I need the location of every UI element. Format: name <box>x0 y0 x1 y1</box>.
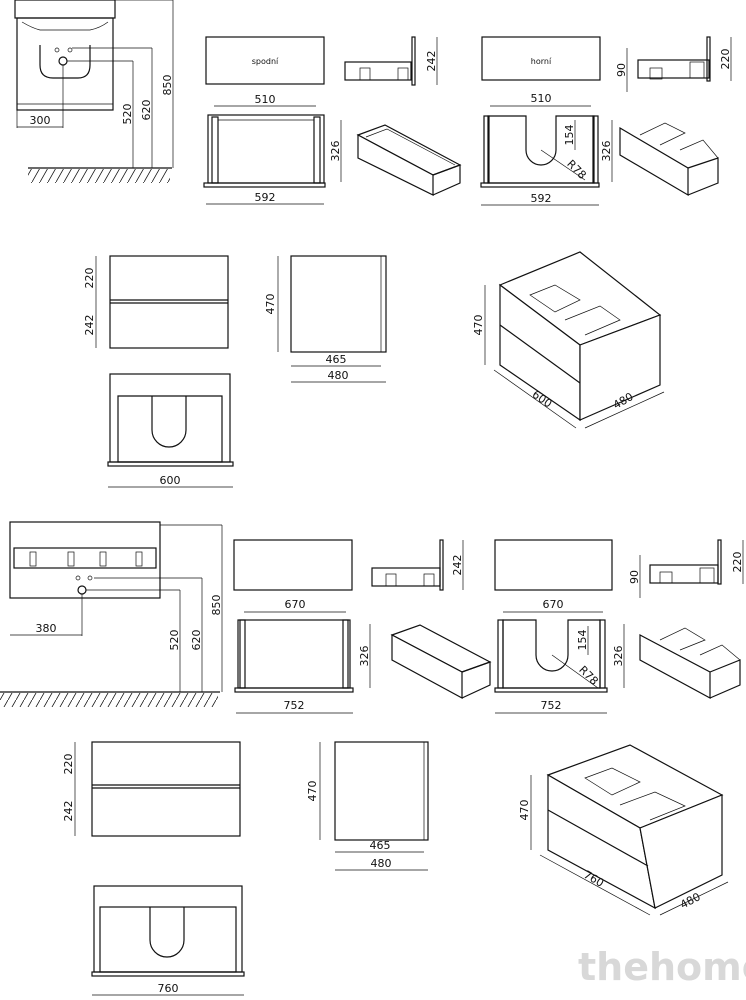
label-spodni: spodní <box>252 57 279 66</box>
dim-850: 850 <box>161 75 174 96</box>
dim-r78: R78 <box>564 157 588 181</box>
dim-242: 242 <box>451 555 464 576</box>
dim-r78: R78 <box>576 663 600 687</box>
dim-470: 470 <box>264 294 277 315</box>
drawer-bottom-600: spodní 242 510 326 592 <box>203 36 462 205</box>
dim-480: 480 <box>371 857 392 870</box>
dim-850: 850 <box>210 595 223 616</box>
dim-520: 520 <box>168 630 181 651</box>
dim-220: 220 <box>83 268 96 289</box>
dim-480: 480 <box>328 369 349 382</box>
label-horni: horní <box>531 57 552 66</box>
dim-465: 465 <box>326 353 347 366</box>
dim-154: 154 <box>563 125 576 146</box>
dim-220: 220 <box>731 552 744 573</box>
dim-154: 154 <box>576 630 589 651</box>
dim-670: 670 <box>285 598 306 611</box>
iso-view-600: 470 600 480 <box>472 251 665 429</box>
dim-90: 90 <box>628 570 641 584</box>
dim-326: 326 <box>358 646 371 667</box>
dim-220: 220 <box>62 754 75 775</box>
dim-326: 326 <box>612 646 625 667</box>
dim-620: 620 <box>140 100 153 121</box>
dim-592: 592 <box>255 191 276 204</box>
dim-470: 470 <box>518 800 531 821</box>
dim-760: 760 <box>158 982 179 995</box>
dim-300: 300 <box>30 114 51 127</box>
dim-600: 600 <box>160 474 181 487</box>
dim-752: 752 <box>284 699 305 712</box>
dim-242: 242 <box>62 801 75 822</box>
dim-380: 380 <box>36 622 57 635</box>
dim-510: 510 <box>255 93 276 106</box>
dim-326: 326 <box>600 141 613 162</box>
drawer-top-760: 90 220 670 154 R78 326 752 <box>494 539 744 714</box>
dim-470: 470 <box>306 781 319 802</box>
side-view-600: 470 465 480 <box>264 255 387 383</box>
drawer-bottom-760: 242 670 326 752 <box>233 539 492 714</box>
back-view-600: 600 <box>107 373 234 488</box>
dim-520: 520 <box>121 104 134 125</box>
dim-242: 242 <box>83 315 96 336</box>
side-view-760: 470 465 480 <box>306 741 429 871</box>
fronts-760: 220 242 <box>62 741 241 837</box>
dim-752: 752 <box>541 699 562 712</box>
dim-620: 620 <box>190 630 203 651</box>
dim-465: 465 <box>370 839 391 852</box>
dim-592: 592 <box>531 192 552 205</box>
back-view-760: 760 <box>91 885 245 996</box>
iso-view-760: 470 760 480 <box>518 744 729 916</box>
front-view-760: 380 520 620 850 <box>0 521 223 707</box>
front-view-600: 300 520 620 850 <box>14 0 174 183</box>
drawer-top-600: horní 90 220 510 154 R78 326 592 <box>480 36 732 206</box>
dim-90: 90 <box>615 63 628 77</box>
dim-220: 220 <box>719 49 732 70</box>
dim-670: 670 <box>543 598 564 611</box>
dim-510: 510 <box>531 92 552 105</box>
dim-242: 242 <box>425 51 438 72</box>
fronts-600: 220 242 <box>83 255 229 349</box>
dim-326: 326 <box>329 141 342 162</box>
dim-470: 470 <box>472 315 485 336</box>
watermark: thehome <box>578 945 746 989</box>
